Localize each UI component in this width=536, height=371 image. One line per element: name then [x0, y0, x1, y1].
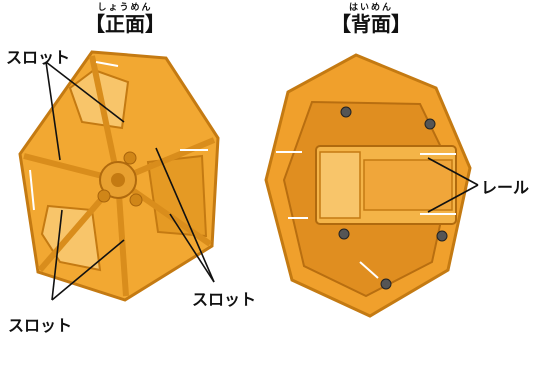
- back-title-ruby: はいめん: [348, 3, 393, 13]
- front-peg-1: [123, 151, 137, 165]
- back-screw-1: [340, 106, 352, 118]
- leader-rail-b: [427, 184, 479, 213]
- front-peg-3: [129, 193, 143, 207]
- back-screw-2: [424, 118, 436, 130]
- leader-slot-bl-b: [51, 239, 125, 301]
- front-ridge-3: [115, 179, 129, 297]
- leader-lines: [45, 61, 479, 301]
- back-rail-track: [363, 159, 453, 211]
- label-rail: レール: [481, 178, 530, 197]
- label-slot-top-left: スロット: [6, 48, 71, 67]
- leader-rail-a: [427, 157, 479, 186]
- back-screw-3: [338, 228, 350, 240]
- leader-slot-bl-a: [51, 209, 63, 301]
- front-part: [18, 50, 220, 302]
- back-title: はいめん 【背面】: [328, 3, 414, 35]
- front-peg-2: [97, 189, 111, 203]
- label-slot-bottom-left: スロット: [8, 316, 73, 335]
- back-part: [264, 53, 472, 318]
- label-slot-bottom-right: スロット: [192, 290, 257, 309]
- front-title-text: 【正面】: [85, 12, 165, 36]
- back-rail-end: [319, 151, 361, 219]
- leader-slot-tl-a: [45, 61, 61, 161]
- front-title-ruby: しょうめん: [97, 3, 153, 13]
- back-screw-5: [380, 278, 392, 290]
- leader-slot-br-a: [155, 147, 215, 283]
- back-highlight-3: [359, 261, 379, 279]
- front-highlight-1: [95, 61, 119, 67]
- back-title-text: 【背面】: [331, 12, 411, 36]
- leader-slot-br-b: [169, 213, 215, 283]
- front-center-boss: [111, 173, 125, 187]
- front-highlight-2: [29, 169, 35, 211]
- front-ridge-1: [89, 55, 121, 181]
- leader-slot-tl-b: [45, 61, 125, 123]
- back-screw-4: [436, 230, 448, 242]
- front-title: しょうめん 【正面】: [82, 3, 168, 35]
